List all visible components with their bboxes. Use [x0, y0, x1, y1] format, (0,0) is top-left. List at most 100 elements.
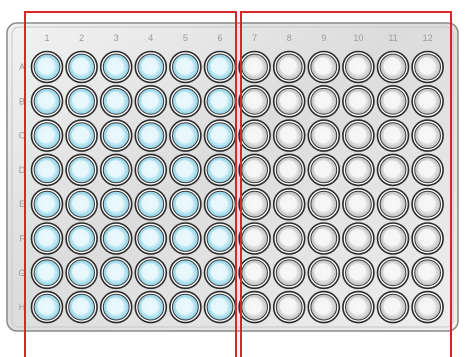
- well-C9[interactable]: [308, 120, 339, 151]
- well-F9[interactable]: [308, 223, 339, 254]
- well-B2[interactable]: [66, 86, 97, 117]
- well-C2[interactable]: [66, 120, 97, 151]
- well-C1[interactable]: [32, 120, 63, 151]
- well-A4[interactable]: [135, 52, 166, 83]
- well-highlight: [349, 229, 366, 246]
- well-F8[interactable]: [274, 223, 305, 254]
- well-H3[interactable]: [101, 292, 132, 323]
- well-G7[interactable]: [239, 257, 270, 288]
- well-highlight: [107, 58, 124, 75]
- well-H9[interactable]: [308, 292, 339, 323]
- well-C7[interactable]: [239, 120, 270, 151]
- well-G6[interactable]: [205, 257, 236, 288]
- well-A10[interactable]: [343, 52, 374, 83]
- well-A7[interactable]: [239, 52, 270, 83]
- well-E5[interactable]: [170, 189, 201, 220]
- well-B9[interactable]: [308, 86, 339, 117]
- well-C10[interactable]: [343, 120, 374, 151]
- well-B5[interactable]: [170, 86, 201, 117]
- well-D1[interactable]: [32, 154, 63, 185]
- well-E8[interactable]: [274, 189, 305, 220]
- well-G2[interactable]: [66, 257, 97, 288]
- well-D6[interactable]: [205, 154, 236, 185]
- well-D12[interactable]: [412, 154, 443, 185]
- well-D10[interactable]: [343, 154, 374, 185]
- well-G3[interactable]: [101, 257, 132, 288]
- well-G9[interactable]: [308, 257, 339, 288]
- well-B11[interactable]: [378, 86, 409, 117]
- well-B4[interactable]: [135, 86, 166, 117]
- well-H10[interactable]: [343, 292, 374, 323]
- well-D3[interactable]: [101, 154, 132, 185]
- well-highlight: [280, 160, 297, 177]
- well-A6[interactable]: [205, 52, 236, 83]
- well-C4[interactable]: [135, 120, 166, 151]
- well-H12[interactable]: [412, 292, 443, 323]
- well-D2[interactable]: [66, 154, 97, 185]
- well-A2[interactable]: [66, 52, 97, 83]
- well-D7[interactable]: [239, 154, 270, 185]
- well-D5[interactable]: [170, 154, 201, 185]
- well-G4[interactable]: [135, 257, 166, 288]
- well-F2[interactable]: [66, 223, 97, 254]
- well-B1[interactable]: [32, 86, 63, 117]
- well-E1[interactable]: [32, 189, 63, 220]
- well-F12[interactable]: [412, 223, 443, 254]
- well-H11[interactable]: [378, 292, 409, 323]
- well-A1[interactable]: [32, 52, 63, 83]
- well-E2[interactable]: [66, 189, 97, 220]
- well-H8[interactable]: [274, 292, 305, 323]
- well-F6[interactable]: [205, 223, 236, 254]
- well-F5[interactable]: [170, 223, 201, 254]
- well-highlight: [418, 229, 435, 246]
- well-B12[interactable]: [412, 86, 443, 117]
- well-C3[interactable]: [101, 120, 132, 151]
- well-G8[interactable]: [274, 257, 305, 288]
- well-D11[interactable]: [378, 154, 409, 185]
- well-B8[interactable]: [274, 86, 305, 117]
- well-C8[interactable]: [274, 120, 305, 151]
- well-A9[interactable]: [308, 52, 339, 83]
- well-H1[interactable]: [32, 292, 63, 323]
- well-E10[interactable]: [343, 189, 374, 220]
- well-C5[interactable]: [170, 120, 201, 151]
- well-G1[interactable]: [32, 257, 63, 288]
- well-G11[interactable]: [378, 257, 409, 288]
- well-H2[interactable]: [66, 292, 97, 323]
- well-C11[interactable]: [378, 120, 409, 151]
- well-E11[interactable]: [378, 189, 409, 220]
- well-A11[interactable]: [378, 52, 409, 83]
- well-H4[interactable]: [135, 292, 166, 323]
- well-A5[interactable]: [170, 52, 201, 83]
- well-D9[interactable]: [308, 154, 339, 185]
- well-H7[interactable]: [239, 292, 270, 323]
- well-D4[interactable]: [135, 154, 166, 185]
- well-C6[interactable]: [205, 120, 236, 151]
- well-F7[interactable]: [239, 223, 270, 254]
- well-E7[interactable]: [239, 189, 270, 220]
- well-A8[interactable]: [274, 52, 305, 83]
- well-E9[interactable]: [308, 189, 339, 220]
- well-F4[interactable]: [135, 223, 166, 254]
- well-B3[interactable]: [101, 86, 132, 117]
- well-D8[interactable]: [274, 154, 305, 185]
- well-H5[interactable]: [170, 292, 201, 323]
- well-G5[interactable]: [170, 257, 201, 288]
- well-G10[interactable]: [343, 257, 374, 288]
- well-A3[interactable]: [101, 52, 132, 83]
- well-C12[interactable]: [412, 120, 443, 151]
- well-B6[interactable]: [205, 86, 236, 117]
- well-E4[interactable]: [135, 189, 166, 220]
- well-F10[interactable]: [343, 223, 374, 254]
- well-F11[interactable]: [378, 223, 409, 254]
- well-A12[interactable]: [412, 52, 443, 83]
- well-E3[interactable]: [101, 189, 132, 220]
- well-E12[interactable]: [412, 189, 443, 220]
- well-F3[interactable]: [101, 223, 132, 254]
- well-B7[interactable]: [239, 86, 270, 117]
- well-F1[interactable]: [32, 223, 63, 254]
- well-B10[interactable]: [343, 86, 374, 117]
- well-E6[interactable]: [205, 189, 236, 220]
- well-G12[interactable]: [412, 257, 443, 288]
- well-H6[interactable]: [205, 292, 236, 323]
